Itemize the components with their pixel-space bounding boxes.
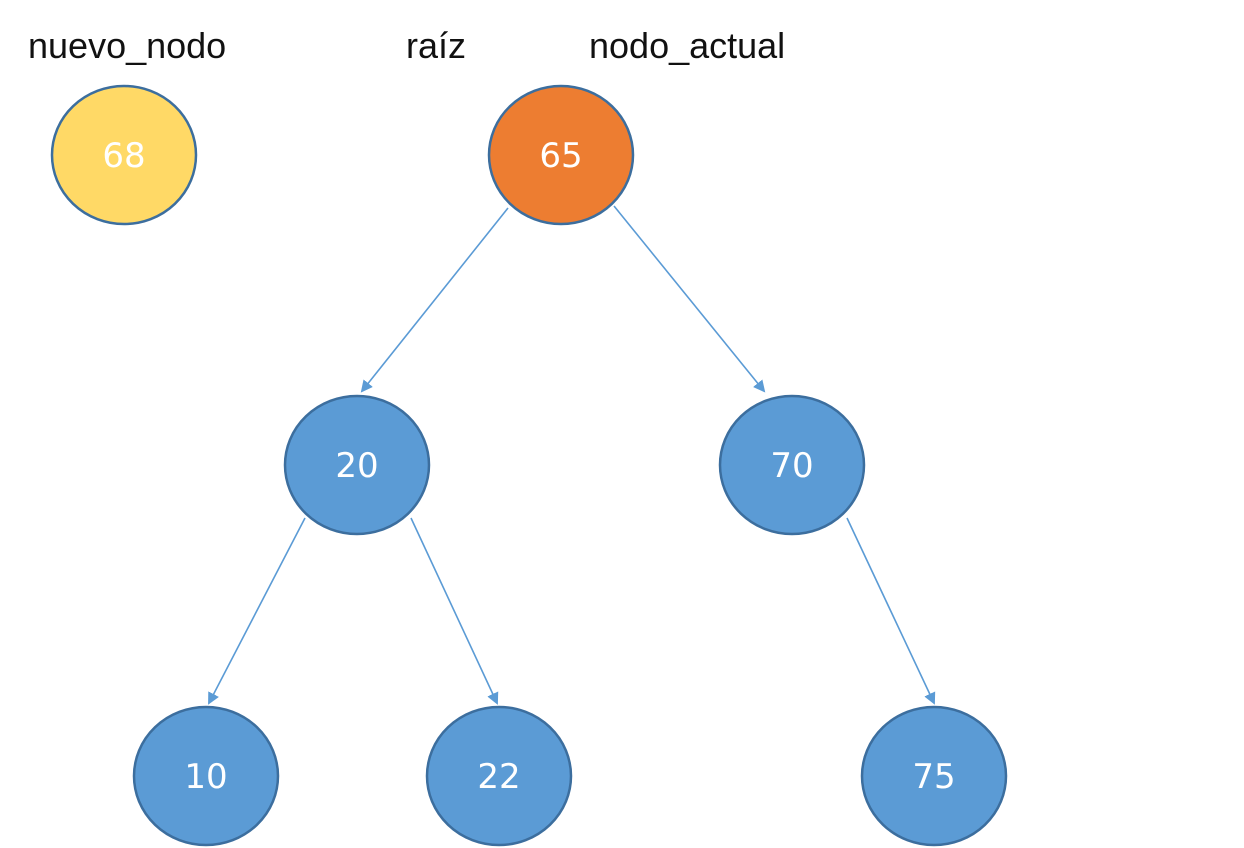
tree-node-10: 10 — [132, 705, 280, 847]
new-node-circle — [50, 84, 198, 226]
node-circle — [283, 394, 431, 536]
new-node-label: nuevo_nodo — [28, 25, 226, 66]
node-value: 75 — [912, 757, 955, 797]
node-value: 20 — [335, 446, 378, 486]
node-circle — [860, 705, 1008, 847]
node-value: 70 — [770, 446, 813, 486]
edge-20-22 — [410, 517, 499, 705]
edge-70-75 — [846, 517, 936, 705]
current-node-label: nodo_actual — [589, 25, 785, 66]
tree-node-20: 20 — [283, 394, 431, 536]
node-circle — [425, 705, 573, 847]
node-value: 10 — [184, 757, 227, 797]
tree-node-70: 70 — [718, 394, 866, 536]
edge-20-10 — [208, 517, 306, 705]
node-value: 65 — [539, 136, 582, 176]
tree-node-75: 75 — [860, 705, 1008, 847]
edge-65-70 — [613, 205, 766, 393]
tree-node-65: 65 — [487, 84, 635, 226]
node-value: 22 — [477, 757, 520, 797]
tree-edges — [208, 205, 936, 705]
tree-node-22: 22 — [425, 705, 573, 847]
root-label: raíz — [406, 25, 466, 66]
edge-65-20 — [360, 207, 509, 393]
new-node-value: 68 — [102, 136, 145, 176]
new-node: 68 — [50, 84, 198, 226]
node-circle — [487, 84, 635, 226]
node-circle — [718, 394, 866, 536]
node-circle — [132, 705, 280, 847]
